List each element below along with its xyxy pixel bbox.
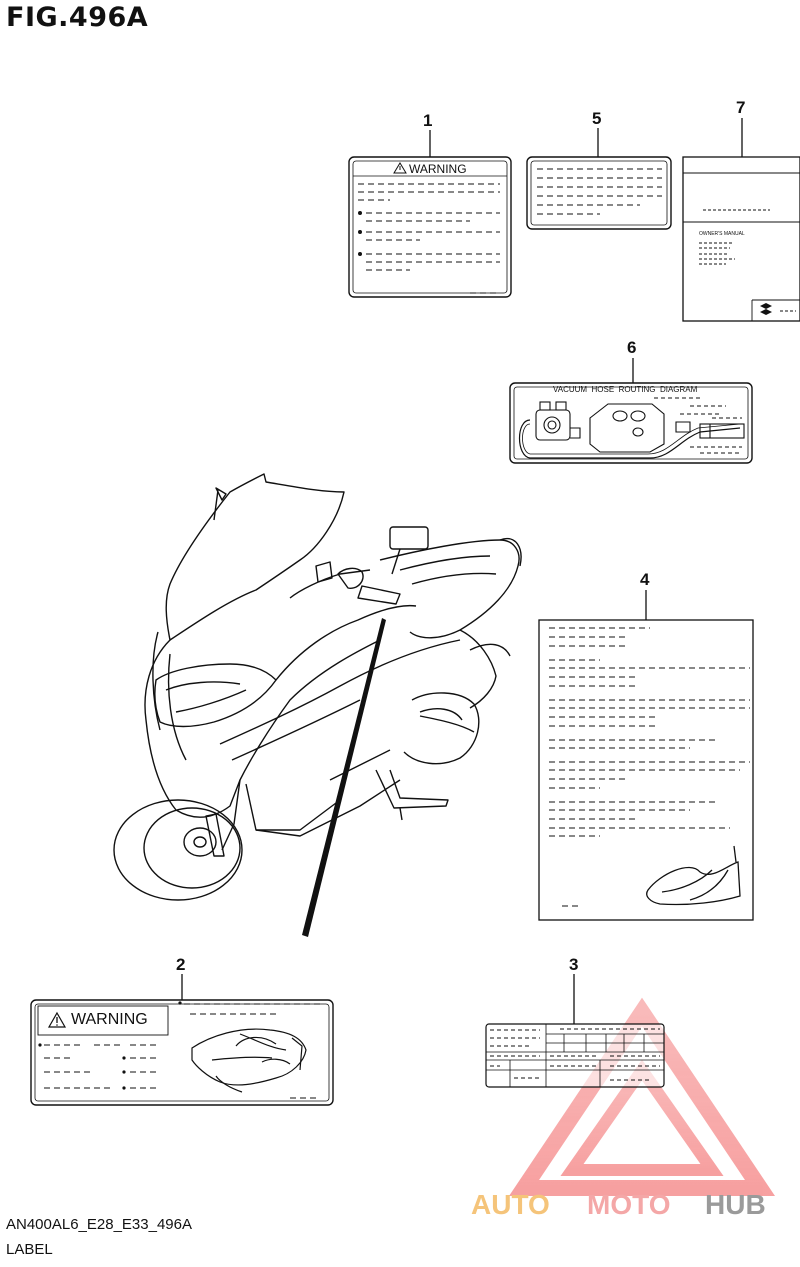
seat-illustration-icon bbox=[646, 845, 741, 906]
label-6-vacuum-hose-diagram bbox=[509, 358, 753, 464]
scooter-illustration-icon bbox=[113, 473, 522, 901]
label-1 bbox=[348, 130, 512, 298]
label-4 bbox=[538, 590, 754, 921]
callout-7: 7 bbox=[736, 98, 746, 117]
warning-triangle-icon bbox=[47, 1011, 67, 1028]
callout-1: 1 bbox=[423, 111, 433, 130]
svg-text:MOTO: MOTO bbox=[587, 1189, 670, 1220]
label-1-heading: WARNING bbox=[409, 162, 467, 176]
scooter-body-illustration-icon bbox=[191, 1028, 307, 1093]
throttle-body-icon bbox=[535, 401, 581, 441]
connector-icon bbox=[675, 421, 745, 439]
label-2-heading: WARNING bbox=[71, 1011, 148, 1028]
callout-5: 5 bbox=[592, 109, 602, 128]
suzuki-logo-icon bbox=[760, 303, 772, 315]
section-name: LABEL bbox=[6, 1241, 53, 1258]
label-7-owners-manual bbox=[682, 118, 800, 322]
callout-2: 2 bbox=[176, 955, 186, 974]
label-5 bbox=[526, 128, 672, 230]
warning-triangle-icon bbox=[393, 162, 407, 174]
watermark-triangle-icon bbox=[509, 997, 775, 1196]
figure-title: FIG.496A bbox=[6, 2, 149, 33]
callout-4: 4 bbox=[640, 570, 650, 589]
callout-6: 6 bbox=[627, 338, 637, 357]
model-code: AN400AL6_E28_E33_496A bbox=[6, 1216, 192, 1233]
callout-3: 3 bbox=[569, 955, 579, 974]
label-3 bbox=[485, 974, 665, 1088]
svg-text:AUTO: AUTO bbox=[471, 1189, 550, 1220]
label-6-heading: VACUUM HOSE ROUTING DIAGRAM bbox=[553, 385, 698, 394]
canister-icon bbox=[589, 403, 665, 453]
watermark-logo: AUTO MOTO HUB bbox=[471, 1189, 766, 1220]
pointer-line bbox=[302, 618, 386, 937]
label-2 bbox=[30, 974, 334, 1106]
svg-text:HUB: HUB bbox=[705, 1189, 766, 1220]
label-7-subtitle: OWNER'S MANUAL bbox=[699, 231, 745, 237]
